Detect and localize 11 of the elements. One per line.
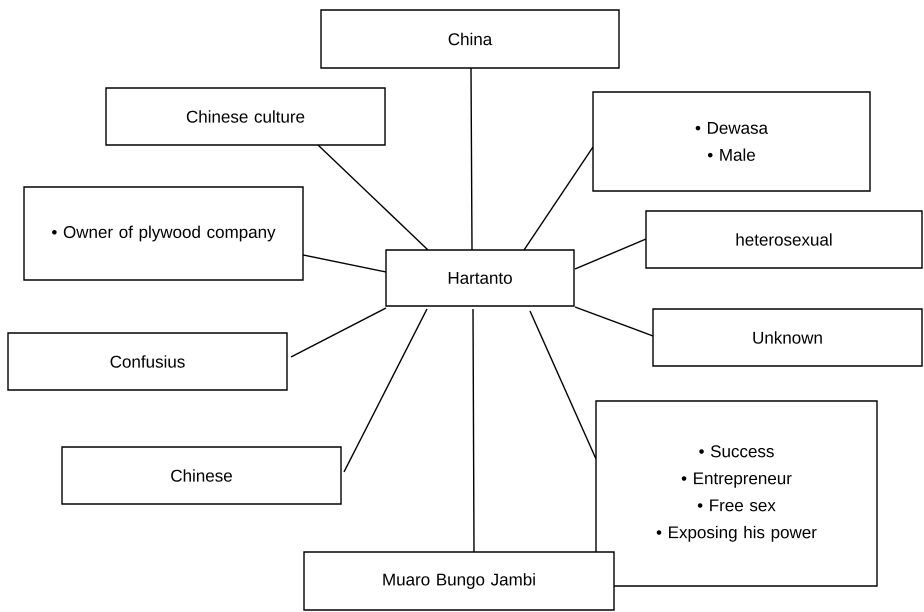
text-box: China	[320, 9, 620, 69]
text-box: Confusius	[7, 332, 288, 391]
text-box: heterosexual	[645, 210, 923, 269]
text-box: • Dewasa • Male	[592, 91, 871, 192]
text-box: Muaro Bungo Jambi	[303, 551, 615, 611]
text-box: • Success • Entrepreneur • Free sex • Exposing his power	[595, 400, 878, 587]
text-box: Chinese	[61, 446, 342, 505]
text-box: Unknown	[652, 308, 923, 367]
text-box: Hartanto	[385, 249, 575, 307]
text-box: Chinese culture	[105, 87, 386, 146]
text-box: • Owner of plywood company	[23, 186, 304, 281]
